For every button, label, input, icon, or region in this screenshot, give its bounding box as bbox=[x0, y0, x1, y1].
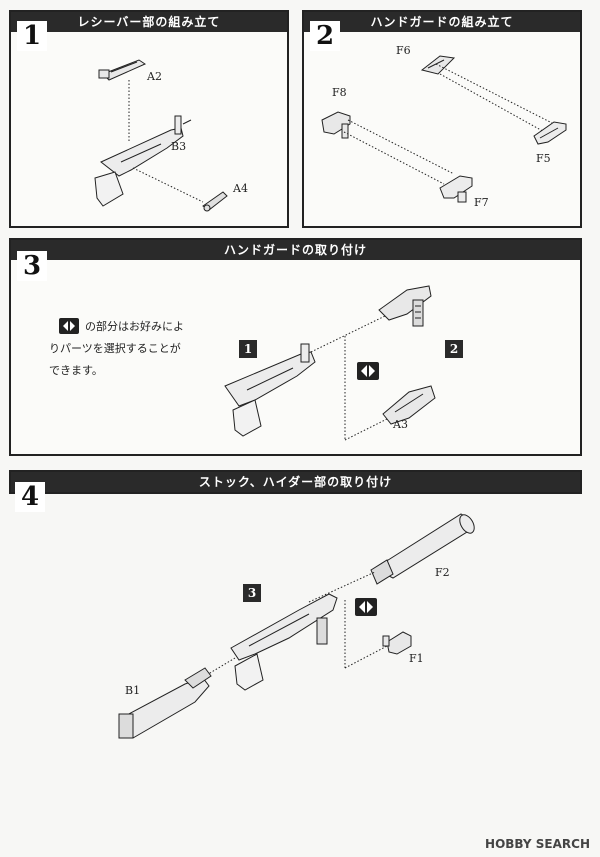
label-a3: A3 bbox=[393, 418, 408, 431]
step-4-panel: ストック、ハイダー部の取り付け 4 bbox=[9, 470, 582, 830]
part-f2-drawing bbox=[370, 513, 475, 585]
part-a2-drawing bbox=[98, 59, 147, 81]
selection-note: の部分はお好みによ りパーツを選択することが できます。 bbox=[49, 316, 229, 382]
part-f6-drawing bbox=[420, 55, 456, 75]
step-2-number: 2 bbox=[310, 21, 340, 51]
option-badge-1: 1 bbox=[239, 340, 257, 358]
part-b1-drawing bbox=[118, 667, 212, 739]
step-3-title: ハンドガードの取り付け bbox=[11, 240, 580, 260]
label-f1: F1 bbox=[409, 652, 424, 665]
step-1-illustration bbox=[94, 59, 228, 212]
label-b1: B1 bbox=[125, 684, 141, 697]
step-4-number: 4 bbox=[15, 482, 45, 512]
assembly-badge-3: 3 bbox=[243, 584, 261, 602]
step-1-panel: レシーバー部の組み立て 1 A2 B3 A4 bbox=[9, 10, 289, 228]
handguard-grip-drawing bbox=[378, 285, 432, 327]
part-a4-drawing bbox=[202, 191, 228, 212]
label-f5: F5 bbox=[536, 152, 551, 165]
part-f5-drawing bbox=[533, 121, 567, 145]
note-line-1: の部分はお好みによ bbox=[85, 320, 184, 333]
label-a4: A4 bbox=[233, 182, 248, 195]
step-3-illustration bbox=[224, 285, 436, 441]
step-2-illustration bbox=[321, 55, 567, 203]
step-1-title: レシーバー部の組み立て bbox=[11, 12, 287, 32]
label-f8: F8 bbox=[332, 86, 347, 99]
step-2-panel: ハンドガードの組み立て 2 F6 F8 F5 F7 bbox=[302, 10, 582, 228]
step-4-title: ストック、ハイダー部の取り付け bbox=[9, 470, 582, 494]
option-badge-2: 2 bbox=[445, 340, 463, 358]
selection-arrows-icon bbox=[59, 318, 79, 334]
label-f7: F7 bbox=[474, 196, 489, 209]
step-2-title: ハンドガードの組み立て bbox=[304, 12, 580, 32]
note-line-3: できます。 bbox=[49, 364, 103, 377]
receiver-assembly-drawing bbox=[224, 343, 316, 437]
selection-arrows-icon bbox=[357, 362, 379, 380]
handguard-a3-drawing bbox=[382, 385, 436, 425]
label-f2: F2 bbox=[435, 566, 450, 579]
part-b3-drawing bbox=[94, 115, 192, 207]
step-4-illustration bbox=[118, 513, 475, 739]
rifle-assembly-drawing bbox=[230, 593, 338, 691]
note-line-2: りパーツを選択することが bbox=[49, 342, 181, 355]
label-f6: F6 bbox=[396, 44, 411, 57]
label-b3: B3 bbox=[171, 140, 187, 153]
step-3-panel: ハンドガードの取り付け 3 の部分はお好みによ りパーツを選択することが できま… bbox=[9, 238, 582, 456]
brand-watermark: HOBBY SEARCH bbox=[485, 837, 590, 851]
selection-arrows-icon bbox=[355, 598, 377, 616]
step-1-number: 1 bbox=[17, 21, 47, 51]
label-a2: A2 bbox=[147, 70, 162, 83]
part-f1-drawing bbox=[382, 631, 412, 655]
part-f7-drawing bbox=[439, 175, 473, 203]
part-f8-drawing bbox=[321, 111, 351, 139]
step-3-number: 3 bbox=[17, 251, 47, 281]
